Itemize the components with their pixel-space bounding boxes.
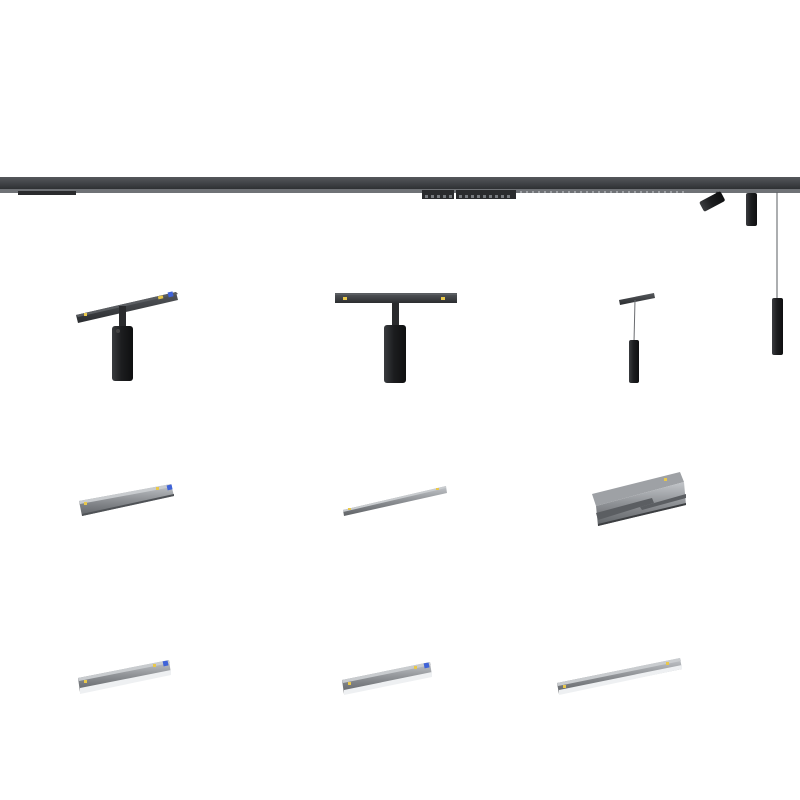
product-spot-on-short-rail: [76, 291, 178, 381]
spotlight-stem: [392, 303, 399, 328]
connector-blue: [162, 660, 169, 667]
product-slim-linear: [343, 486, 447, 516]
magnetic-track-rail: [0, 177, 800, 190]
diffuser-strip: [80, 670, 171, 694]
connector-yellow: [157, 295, 164, 300]
diffuser-strip: [559, 665, 682, 695]
pendant-body: [629, 340, 639, 383]
track-pendant-light: [772, 192, 783, 355]
product-spot-on-t-bar: [335, 293, 457, 383]
pendant-cable: [633, 299, 636, 343]
track-grille-light-right: [456, 190, 516, 199]
track-grille-light-left: [422, 190, 454, 199]
product-diffused-linear-medium: [342, 662, 432, 695]
track-angled-spotlight: [699, 191, 725, 212]
track-end-linear-light: [18, 191, 76, 195]
product-pendant-tube: [619, 293, 655, 383]
spotlight-stem: [119, 306, 126, 328]
product-wall-washer: [592, 472, 686, 526]
product-diffused-linear-short: [78, 660, 171, 694]
ceiling-track-assembly: [0, 177, 800, 355]
product-grille-linear-short: [79, 484, 174, 516]
connector-blue: [167, 291, 174, 298]
diffuser-strip: [344, 672, 432, 695]
connector-blue: [166, 484, 173, 491]
product-diffused-linear-long: [557, 658, 682, 695]
spotlight-body: [384, 325, 406, 383]
t-bar-rail: [335, 293, 457, 303]
track-rail-underside: [0, 189, 800, 193]
pendant-rail: [619, 293, 655, 305]
connector-blue: [423, 662, 430, 669]
spotlight-body: [112, 326, 133, 381]
track-dotted-linear-light: [520, 191, 684, 193]
track-straight-spotlight: [746, 193, 757, 226]
